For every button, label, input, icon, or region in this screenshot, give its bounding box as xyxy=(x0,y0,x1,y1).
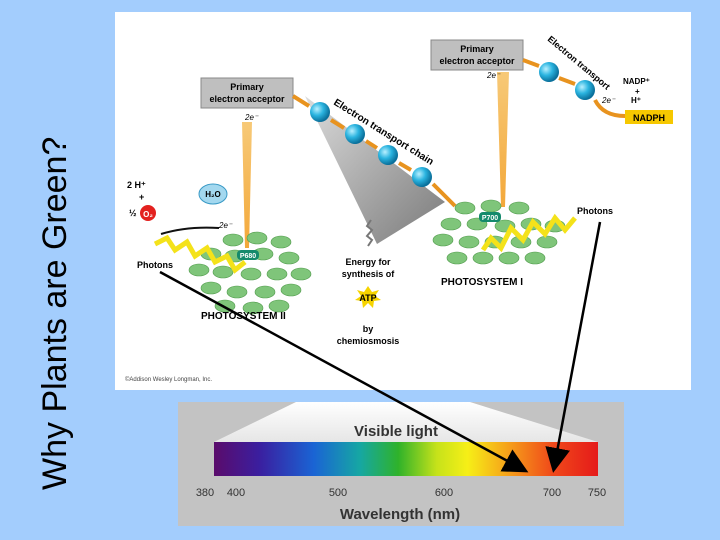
etc-arrow-3 xyxy=(364,139,379,150)
tick-700: 700 xyxy=(543,487,561,499)
etc-carrier-3 xyxy=(378,145,398,165)
etc-arrow-2 xyxy=(329,118,346,130)
arrow-to-red-left xyxy=(159,270,529,473)
atp-label: ATP xyxy=(359,293,376,303)
primary-acceptor-left-line2: electron acceptor xyxy=(209,94,285,104)
etc-arrow-4 xyxy=(397,161,413,172)
p680-tag xyxy=(237,250,259,260)
p680-label: P680 xyxy=(240,253,256,260)
nadph-box xyxy=(625,110,673,124)
p700-tag xyxy=(479,212,501,222)
spectrum-bar xyxy=(214,442,598,476)
water-arrow xyxy=(160,226,220,235)
spectrum-svg: Visible light 380 400 500 600 700 750 Wa… xyxy=(196,402,606,523)
nadp-h-plus: H⁺ xyxy=(631,96,641,105)
photon-wave-left xyxy=(153,234,247,274)
etc-arrows xyxy=(291,58,626,208)
photons-left-label: Photons xyxy=(137,260,173,270)
copyright: ©Addison Wesley Longman, Inc. xyxy=(125,376,212,383)
spectrum-fan xyxy=(214,402,598,442)
psii-cluster xyxy=(188,231,312,315)
primary-acceptor-right-box xyxy=(430,39,524,71)
visible-spectrum-panel: Visible light 380 400 500 600 700 750 Wa… xyxy=(178,402,624,526)
energy-line1: Energy for xyxy=(345,257,391,267)
energy-line2: synthesis of xyxy=(342,269,396,279)
by-label: by xyxy=(363,324,374,334)
tick-400: 400 xyxy=(227,487,245,499)
tick-500: 500 xyxy=(329,487,347,499)
nadph-label: NADPH xyxy=(633,113,665,123)
photon-wave-right xyxy=(480,213,577,253)
diagram-svg: Primary electron acceptor 2e⁻ Primary el… xyxy=(125,34,673,383)
primary-acceptor-right-line1: Primary xyxy=(460,44,494,54)
etc-carrier-6 xyxy=(575,80,595,100)
psii-beam xyxy=(242,122,252,248)
etc-carrier-1 xyxy=(310,102,330,122)
etc-carrier-5 xyxy=(539,62,559,82)
two-h-label: 2 H⁺ xyxy=(127,180,146,190)
water-plus: + xyxy=(139,192,144,202)
primary-acceptor-left-line1: Primary xyxy=(230,82,264,92)
arrow-to-red-right xyxy=(545,221,602,473)
primary-acceptor-left-box xyxy=(200,77,294,109)
etc-arrow-7 xyxy=(558,76,576,86)
photosystem-i-label: PHOTOSYSTEM I xyxy=(441,277,523,288)
etc-carriers xyxy=(310,62,595,187)
wavelength-label: Wavelength (nm) xyxy=(340,506,460,523)
half-label: ½ xyxy=(129,208,137,218)
photosynthesis-diagram: Primary electron acceptor 2e⁻ Primary el… xyxy=(115,12,691,390)
h2o-bubble xyxy=(198,183,228,205)
etc-carrier-2 xyxy=(345,124,365,144)
etc-carrier-4 xyxy=(412,167,432,187)
p700-label: P700 xyxy=(482,215,498,222)
two-e-left: 2e⁻ xyxy=(244,113,259,122)
two-e-water: 2e⁻ xyxy=(218,221,233,230)
two-e-nadp: 2e⁻ xyxy=(601,96,616,105)
energy-wedge xyxy=(305,96,445,244)
atp-burst xyxy=(355,286,381,308)
etc-arrow-6 xyxy=(522,58,540,68)
chemiosmosis-label: chemiosmosis xyxy=(337,336,400,346)
tick-600: 600 xyxy=(435,487,453,499)
two-e-top: 2e⁻ xyxy=(486,71,501,80)
visible-light-title: Visible light xyxy=(354,423,438,440)
psi-beam xyxy=(497,72,509,207)
etc-arrow-5 xyxy=(431,182,457,208)
photons-right-label: Photons xyxy=(577,206,613,216)
nadp-label: NADP⁺ xyxy=(623,77,650,86)
o2-circle xyxy=(140,205,156,221)
tick-380: 380 xyxy=(196,487,214,499)
h2o-label: H₂O xyxy=(205,190,221,199)
tick-750: 750 xyxy=(588,487,606,499)
nadph-arrow xyxy=(593,99,626,118)
energy-squiggle xyxy=(365,219,374,247)
etc-arrow-1 xyxy=(291,94,311,108)
o2-label: O₂ xyxy=(143,210,153,219)
nadp-plus: + xyxy=(635,87,640,96)
primary-acceptor-right-line2: electron acceptor xyxy=(439,56,515,66)
